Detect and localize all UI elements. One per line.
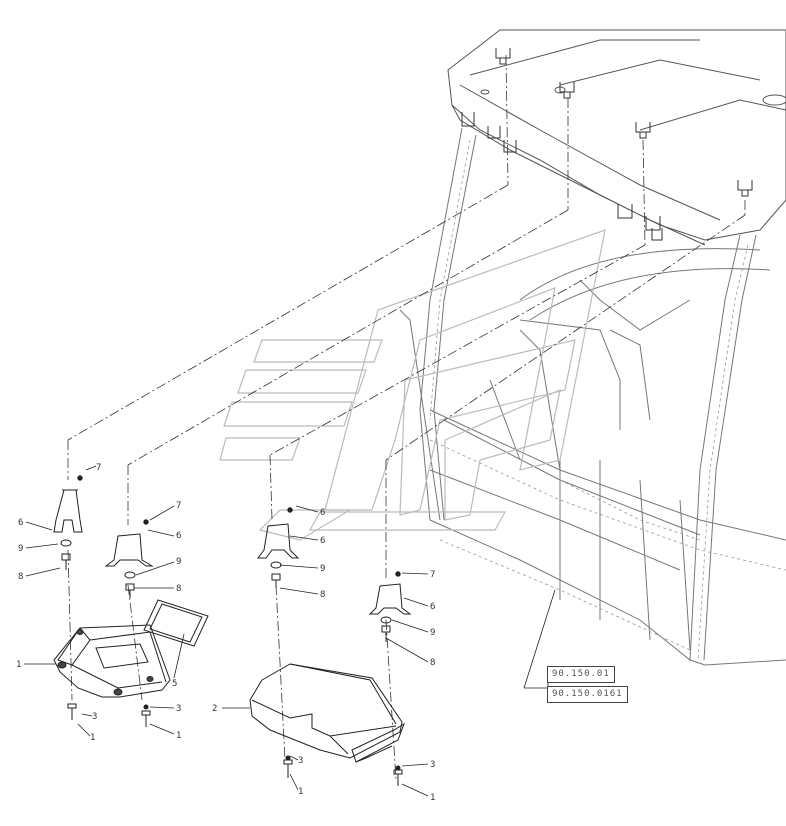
- callout-2: 2: [212, 704, 217, 714]
- callout-9: 9: [176, 557, 181, 567]
- callout-1: 1: [90, 733, 95, 743]
- callout-1: 1: [298, 787, 303, 797]
- callout-3: 3: [298, 756, 303, 766]
- bracket-assembly-c: [257, 507, 300, 588]
- callout-9: 9: [18, 544, 23, 554]
- callout-1: 1: [430, 793, 435, 803]
- callout-labels: 7 6 9 8 1 3 1 7 6 9 8 5 3 1 6 6 9 8 2 3 …: [16, 463, 435, 803]
- callout-1: 1: [176, 731, 181, 741]
- reference-box-2: 90.150.0161: [547, 686, 628, 703]
- callout-9: 9: [430, 628, 435, 638]
- callout-7: 7: [176, 501, 181, 511]
- assembly-lines: [67, 54, 746, 781]
- callout-5: 5: [172, 679, 177, 689]
- callout-3: 3: [92, 712, 97, 722]
- reference-box-1: 90.150.01: [547, 666, 615, 683]
- callout-8: 8: [430, 658, 435, 668]
- callout-6: 6: [320, 508, 325, 518]
- watermark-logo: [219, 229, 606, 541]
- callout-6: 6: [430, 602, 435, 612]
- callout-8: 8: [18, 572, 23, 582]
- callout-7: 7: [430, 570, 435, 580]
- callout-7: 7: [96, 463, 101, 473]
- cab-frame: [399, 127, 786, 666]
- bracket-assembly-a: [53, 475, 83, 570]
- callout-9: 9: [320, 564, 325, 574]
- callout-6: 6: [176, 531, 181, 541]
- lens-gasket: [143, 599, 209, 647]
- lamp-housing-right: [249, 663, 405, 763]
- cab-roof: [447, 29, 786, 246]
- cab-frame-dashes: [429, 139, 786, 661]
- callout-3: 3: [430, 760, 435, 770]
- bracket-assembly-b: [104, 519, 154, 598]
- lamp-housing-left: [53, 624, 171, 698]
- callout-8: 8: [176, 584, 181, 594]
- callout-8: 8: [320, 590, 325, 600]
- leader-lines: [24, 465, 556, 797]
- callout-3: 3: [176, 704, 181, 714]
- roof-brackets: [461, 48, 753, 241]
- bracket-assembly-d: [368, 571, 412, 642]
- callout-6: 6: [320, 536, 325, 546]
- mounting-screws: [67, 703, 403, 786]
- callout-1: 1: [16, 660, 21, 670]
- callout-6: 6: [18, 518, 23, 528]
